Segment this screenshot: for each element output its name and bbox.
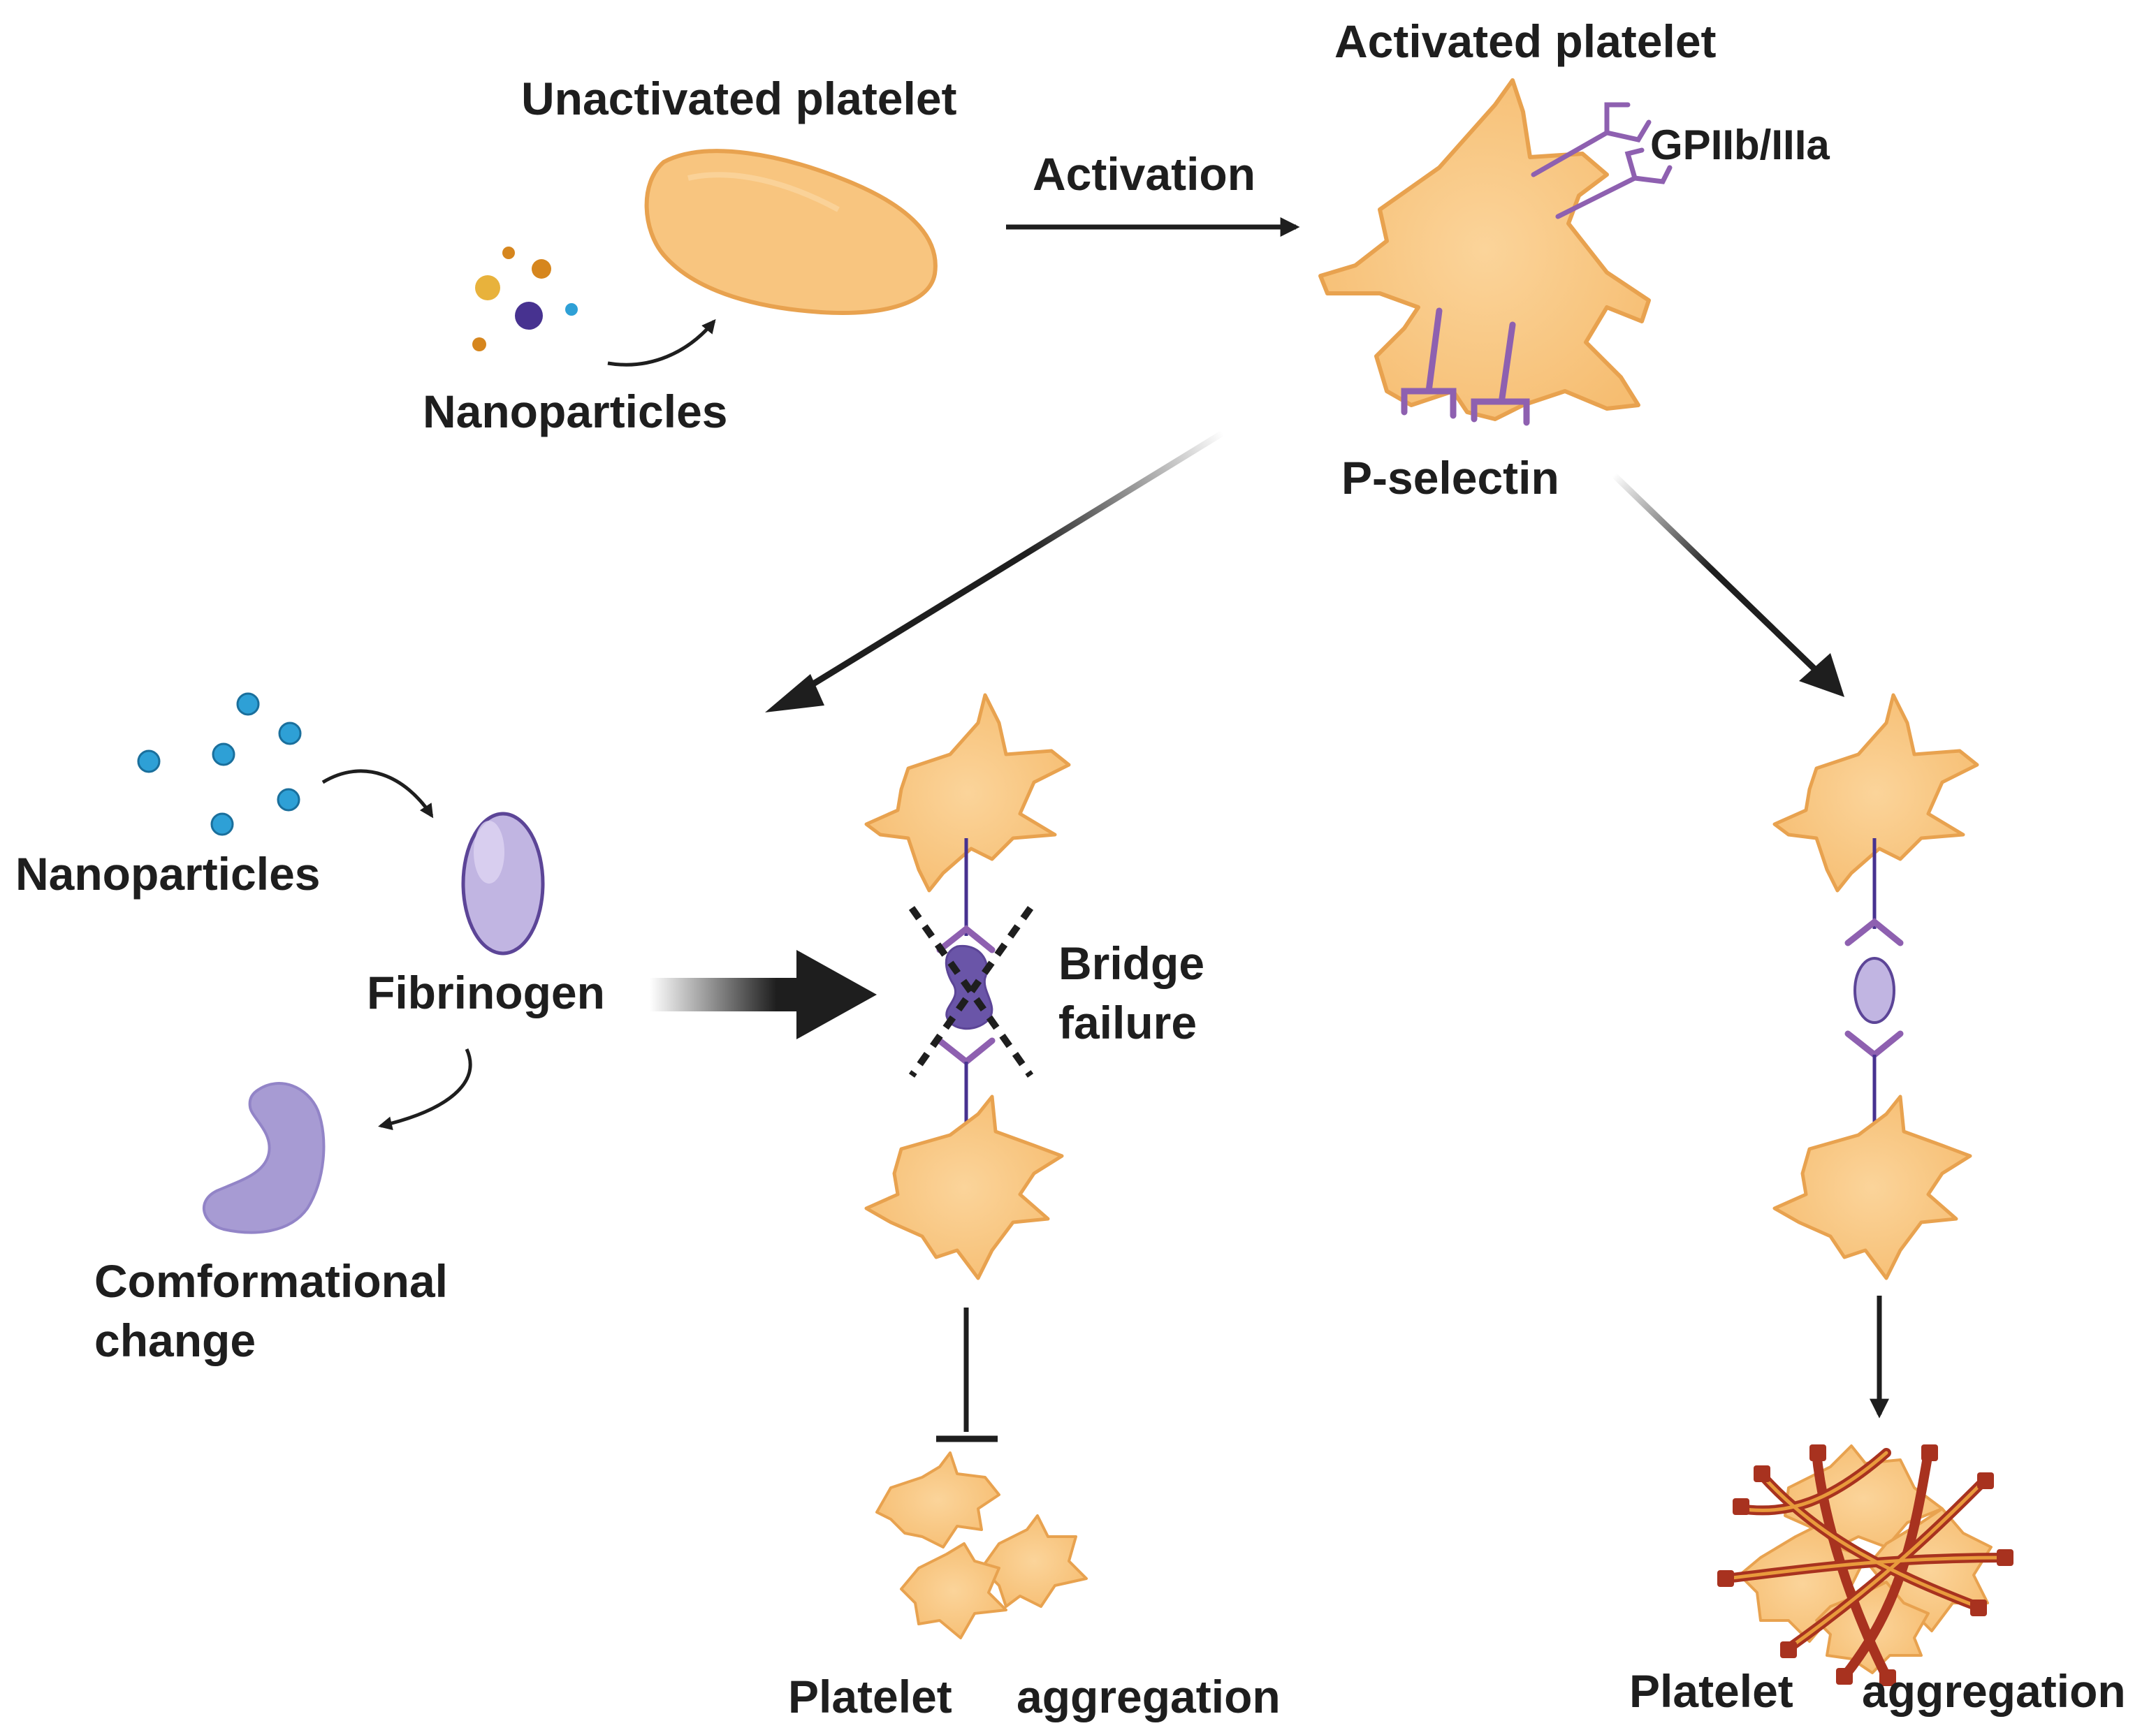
bridge-failure-label-line1: Bridge bbox=[1058, 937, 1205, 989]
branch-arrow-left-head bbox=[765, 674, 824, 712]
bridge-failure-cross-icon bbox=[908, 906, 1034, 1078]
aggregation-right-label-word1: Platelet bbox=[1629, 1665, 1793, 1717]
bridging-fibrinogen-icon bbox=[1853, 957, 1895, 1024]
nanoparticle-cluster-top bbox=[472, 247, 578, 351]
right-bottom-receptor-head bbox=[1844, 1030, 1904, 1059]
aggregation-middle-label-word1: Platelet bbox=[788, 1671, 952, 1722]
p-selectin-label: P-selectin bbox=[1341, 452, 1559, 504]
right-top-receptor-head bbox=[1844, 918, 1904, 946]
bridge-failure-label-line2: failure bbox=[1058, 997, 1197, 1048]
loose-platelets-icon bbox=[875, 1451, 1088, 1639]
fibrinogen-to-conformation-arrow bbox=[378, 1048, 472, 1131]
middle-top-receptor-head bbox=[936, 925, 996, 953]
middle-bottom-platelet-icon bbox=[864, 1095, 1064, 1280]
gpiib-iiia-receptor-icon bbox=[1531, 102, 1673, 219]
aggregation-middle-label-word2: aggregation bbox=[1017, 1671, 1281, 1722]
platelet-aggregate-icon bbox=[1717, 1444, 2013, 1686]
branch-arrow-left bbox=[787, 430, 1225, 701]
unactivated-platelet-label: Unactivated platelet bbox=[521, 73, 957, 124]
gpiib-iiia-label: GPIIb/IIIa bbox=[1650, 122, 1830, 168]
branch-arrow-right-head bbox=[1799, 653, 1844, 697]
conformational-change-label-line1: Comformational bbox=[94, 1255, 449, 1307]
right-top-platelet-icon bbox=[1772, 693, 1979, 893]
right-bottom-platelet-icon bbox=[1772, 1095, 1972, 1280]
middle-bottom-receptor-head bbox=[936, 1037, 996, 1066]
middle-top-platelet-icon bbox=[864, 693, 1071, 893]
branch-arrow-right bbox=[1611, 472, 1826, 680]
nanoparticles-left-label: Nanoparticles bbox=[15, 848, 321, 900]
activation-label: Activation bbox=[1033, 148, 1256, 200]
bridge-failure-arrow-head bbox=[796, 950, 877, 1039]
nanoparticle-cluster-left bbox=[137, 692, 302, 836]
aggregation-right-label-word2: aggregation bbox=[1862, 1665, 2126, 1717]
activated-platelet-label: Activated platelet bbox=[1334, 15, 1717, 67]
unactivated-platelet-icon bbox=[644, 149, 938, 315]
nanoparticle-to-platelet-arrow bbox=[607, 319, 716, 367]
fibrinogen-label: Fibrinogen bbox=[367, 967, 605, 1018]
p-selectin-receptor-icon bbox=[1401, 307, 1530, 426]
fibrinogen-icon bbox=[461, 812, 545, 956]
activated-platelet-icon bbox=[1318, 78, 1651, 421]
nanoparticles-top-label: Nanoparticles bbox=[423, 386, 728, 437]
misfolded-fibrinogen-icon bbox=[202, 1082, 326, 1234]
bridge-failure-arrow-shaft bbox=[650, 978, 817, 1011]
nanoparticle-to-fibrinogen-arrow bbox=[321, 769, 434, 819]
conformational-change-label-line2: change bbox=[94, 1315, 256, 1366]
